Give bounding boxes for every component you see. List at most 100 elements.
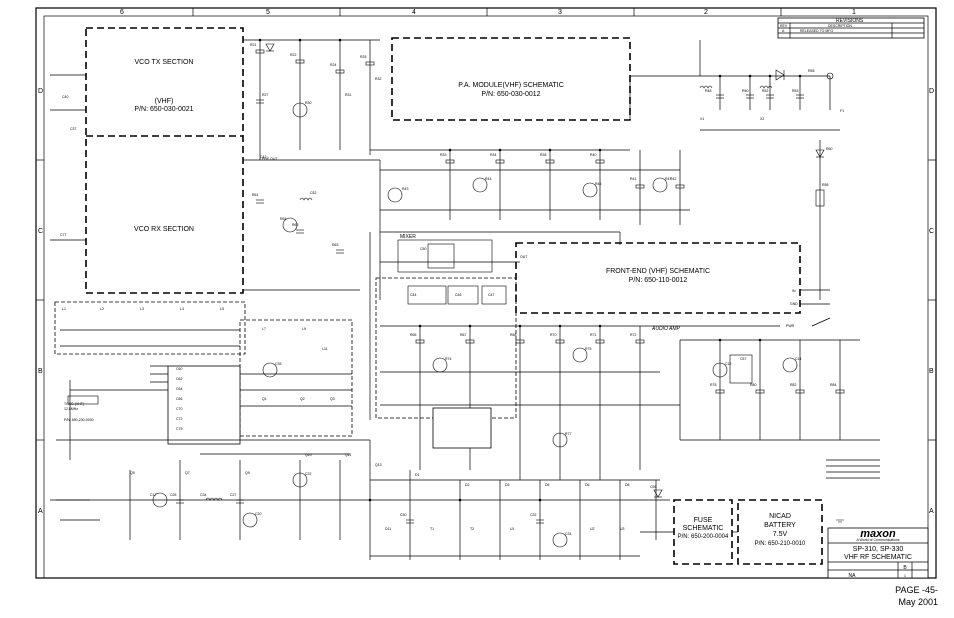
- side-zone-labels: D C B A D C B A: [38, 88, 934, 515]
- tcxo-pn: P/N: 650-230-0030: [64, 418, 94, 422]
- revisions-table: REVISIONS REV DESCRIPTION A RELEASED TO …: [777, 17, 925, 39]
- nicad-pn: P/N: 650-210-0010: [755, 541, 806, 547]
- part-label-q13: Q13: [375, 463, 382, 467]
- part-label-r58: R58: [822, 183, 828, 187]
- part-label-c72: C72: [176, 417, 182, 421]
- vco-module-outline: [85, 27, 244, 294]
- zone-3: 3: [558, 9, 562, 16]
- part-label-r43: R43: [402, 187, 408, 191]
- part-label-u3: U3: [620, 527, 625, 531]
- mixer-label: MIXER: [400, 234, 416, 240]
- part-label-c34: C34: [200, 493, 206, 497]
- part-label-c24: C24: [565, 532, 571, 536]
- part-label-r67: R67: [460, 333, 466, 337]
- nicad-subtitle: BATTERY: [764, 522, 796, 529]
- part-label-r24: R24: [330, 63, 336, 67]
- part-label-c57: C57: [740, 357, 746, 361]
- zone-a-left: A: [38, 508, 43, 515]
- fuse-outline: [673, 499, 733, 565]
- part-label-r30: R30: [305, 101, 311, 105]
- maxon-logo: maxon: [860, 528, 896, 540]
- part-label-r61: R61: [252, 193, 258, 197]
- part-label-r60: R60: [826, 147, 832, 151]
- part-label-q1: Q1: [262, 397, 267, 401]
- part-label-r65: R65: [410, 333, 416, 337]
- out-label: OUT: [520, 255, 528, 259]
- part-label-r63: R63: [332, 243, 338, 247]
- part-label-r31: R31: [345, 93, 351, 97]
- part-label-d11: D11: [385, 527, 391, 531]
- part-label-c44: C44: [410, 293, 416, 297]
- component-symbols: [152, 43, 845, 548]
- part-label-x1: X1: [700, 117, 704, 121]
- part-label-t1: T1: [430, 527, 434, 531]
- title-rev: B: [903, 565, 907, 571]
- part-label-t2: T2: [470, 527, 474, 531]
- part-label-c62: C62: [176, 377, 182, 381]
- part-label-r33: R33: [440, 153, 446, 157]
- part-label-r55: R55: [808, 69, 814, 73]
- zone-2: 2: [704, 9, 708, 16]
- part-label-r77: R77: [565, 432, 571, 436]
- part-label-x2: X2: [760, 117, 764, 121]
- part-label-c70: C70: [176, 407, 182, 411]
- part-label-c77: C77: [60, 233, 66, 237]
- part-label-c42: C42: [260, 155, 266, 159]
- part-label-u2: U2: [590, 527, 595, 531]
- part-label-r42: R42: [670, 177, 676, 181]
- part-label-d1: D1: [415, 473, 420, 477]
- part-label-r80: R80: [750, 383, 756, 387]
- audio-amp-label: AUDIO AMP: [651, 326, 681, 332]
- part-label-r82: R82: [790, 383, 796, 387]
- inner-frame: [43, 15, 929, 579]
- part-label-l3: L3: [140, 307, 144, 311]
- zone-b-right: B: [929, 368, 934, 375]
- pa-module-outline: [391, 37, 631, 121]
- part-label-l4: L4: [180, 307, 184, 311]
- pa-module-title: P.A. MODULE(VHF) SCHEMATIC: [458, 82, 564, 89]
- part-label-r41: R41: [630, 177, 636, 181]
- pre-out-label: PRE OUT: [262, 157, 278, 161]
- front-end-gnd-label: GND: [790, 302, 798, 306]
- part-label-c35: C35: [275, 362, 281, 366]
- part-label-r53: R53: [792, 89, 798, 93]
- vco-rx-title: VCO RX SECTION: [134, 226, 194, 233]
- part-label-q2: Q2: [300, 397, 305, 401]
- part-label-q9: Q9: [245, 471, 250, 475]
- part-label-c22: C22: [305, 472, 311, 476]
- part-label-d5: D5: [545, 483, 550, 487]
- part-label-c12: C12: [725, 362, 731, 366]
- part-label-c47: C47: [488, 293, 494, 297]
- part-label-r50: R50: [742, 89, 748, 93]
- part-label-c50: C50: [420, 247, 426, 251]
- part-label-r25: R25: [360, 55, 366, 59]
- page-date: May 2001: [898, 597, 938, 607]
- part-label-r44: R44: [485, 177, 491, 181]
- part-label-c30: C30: [400, 513, 406, 517]
- part-label-l2: L2: [100, 307, 104, 311]
- part-label-d8: D8: [625, 483, 630, 487]
- title-scale: NA: [849, 573, 857, 579]
- part-label-r27: R27: [262, 93, 268, 97]
- part-label-c37: C37: [70, 127, 76, 131]
- vco-tx-band: (VHF): [155, 98, 174, 105]
- part-label-l7: L7: [262, 327, 266, 331]
- part-label-r84: R84: [830, 383, 836, 387]
- zone-d-left: D: [38, 88, 43, 95]
- part-label-r72: R72: [630, 333, 636, 337]
- top-zone-ticks: [192, 8, 782, 16]
- part-label-c27: C27: [230, 493, 236, 497]
- part-label-c64: C64: [176, 387, 182, 391]
- part-label-q5: Q5: [130, 471, 135, 475]
- part-label-r78: R78: [710, 383, 716, 387]
- part-label-c40: C40: [62, 95, 68, 99]
- fuse-pn: P/N: 650-200-0004: [678, 534, 729, 540]
- tcxo-freq: 12.8MHz: [64, 407, 78, 411]
- part-label-c14: C14: [795, 357, 801, 361]
- part-label-d3: D3: [505, 483, 510, 487]
- front-end-in-label: IN: [792, 289, 796, 293]
- part-label-r52: R52: [762, 89, 768, 93]
- part-label-r35: R35: [540, 153, 546, 157]
- part-label-r32: R32: [375, 77, 381, 81]
